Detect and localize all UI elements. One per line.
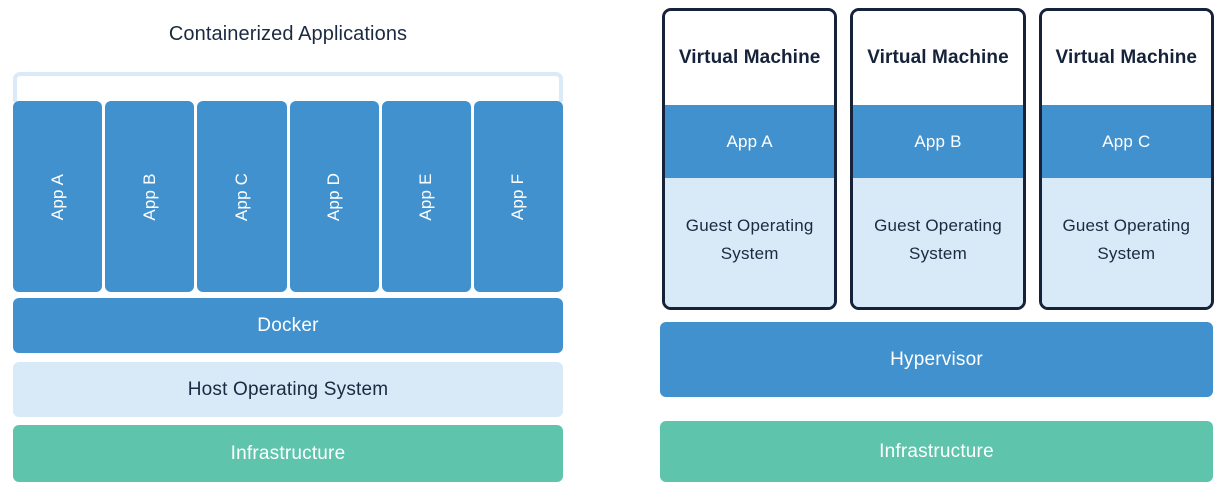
containers-bracket xyxy=(13,72,563,102)
virtual-machine-card-title: Virtual Machine xyxy=(853,11,1023,105)
virtual-machine-card-c[interactable]: Virtual Machine App C Guest Operating Sy… xyxy=(1038,8,1214,310)
hypervisor-layer-bar[interactable]: Hypervisor xyxy=(660,322,1213,397)
container-app-tile-e[interactable]: App E xyxy=(381,101,471,292)
container-app-tile-label: App C xyxy=(231,172,251,221)
container-app-tile-d[interactable]: App D xyxy=(289,101,379,292)
docker-layer-bar[interactable]: Docker xyxy=(13,298,563,353)
container-app-tile-label: App F xyxy=(508,173,528,220)
virtual-machine-guest-os-band[interactable]: Guest Operating System xyxy=(853,178,1023,307)
virtual-machine-app-band[interactable]: App C xyxy=(1041,105,1211,178)
container-app-tile-label: App D xyxy=(324,172,344,221)
container-app-tile-label: App E xyxy=(416,172,436,221)
container-app-tile-label: App A xyxy=(47,173,67,220)
infrastructure-layer-bar-vms[interactable]: Infrastructure xyxy=(660,421,1213,482)
virtual-machine-guest-os-band[interactable]: Guest Operating System xyxy=(1041,178,1211,307)
virtual-machines-panel: Virtual Machine App A Guest Operating Sy… xyxy=(660,0,1225,501)
container-app-tile-b[interactable]: App B xyxy=(105,101,195,292)
virtual-machine-card-title: Virtual Machine xyxy=(1041,11,1211,105)
host-operating-system-layer-bar[interactable]: Host Operating System xyxy=(13,362,563,417)
virtual-machine-card-a[interactable]: Virtual Machine App A Guest Operating Sy… xyxy=(662,8,838,310)
virtual-machine-card-row: Virtual Machine App A Guest Operating Sy… xyxy=(662,8,1214,310)
container-app-tile-f[interactable]: App F xyxy=(473,101,564,292)
virtual-machine-app-band[interactable]: App B xyxy=(853,105,1023,178)
virtual-machine-app-band[interactable]: App A xyxy=(665,105,835,178)
containerized-applications-title: Containerized Applications xyxy=(168,23,408,45)
container-app-tile-label: App B xyxy=(139,172,159,221)
infrastructure-layer-bar-containers[interactable]: Infrastructure xyxy=(13,425,563,482)
virtual-machine-guest-os-band[interactable]: Guest Operating System xyxy=(665,178,835,307)
virtual-machine-card-title: Virtual Machine xyxy=(665,11,835,105)
containerized-applications-panel: Containerized Applications App A App B A… xyxy=(0,0,600,501)
container-app-tile-c[interactable]: App C xyxy=(197,101,287,292)
container-app-tile-a[interactable]: App A xyxy=(13,101,103,292)
virtual-machine-card-b[interactable]: Virtual Machine App B Guest Operating Sy… xyxy=(850,8,1026,310)
container-app-tile-row: App A App B App C App D App E App F xyxy=(13,101,564,292)
